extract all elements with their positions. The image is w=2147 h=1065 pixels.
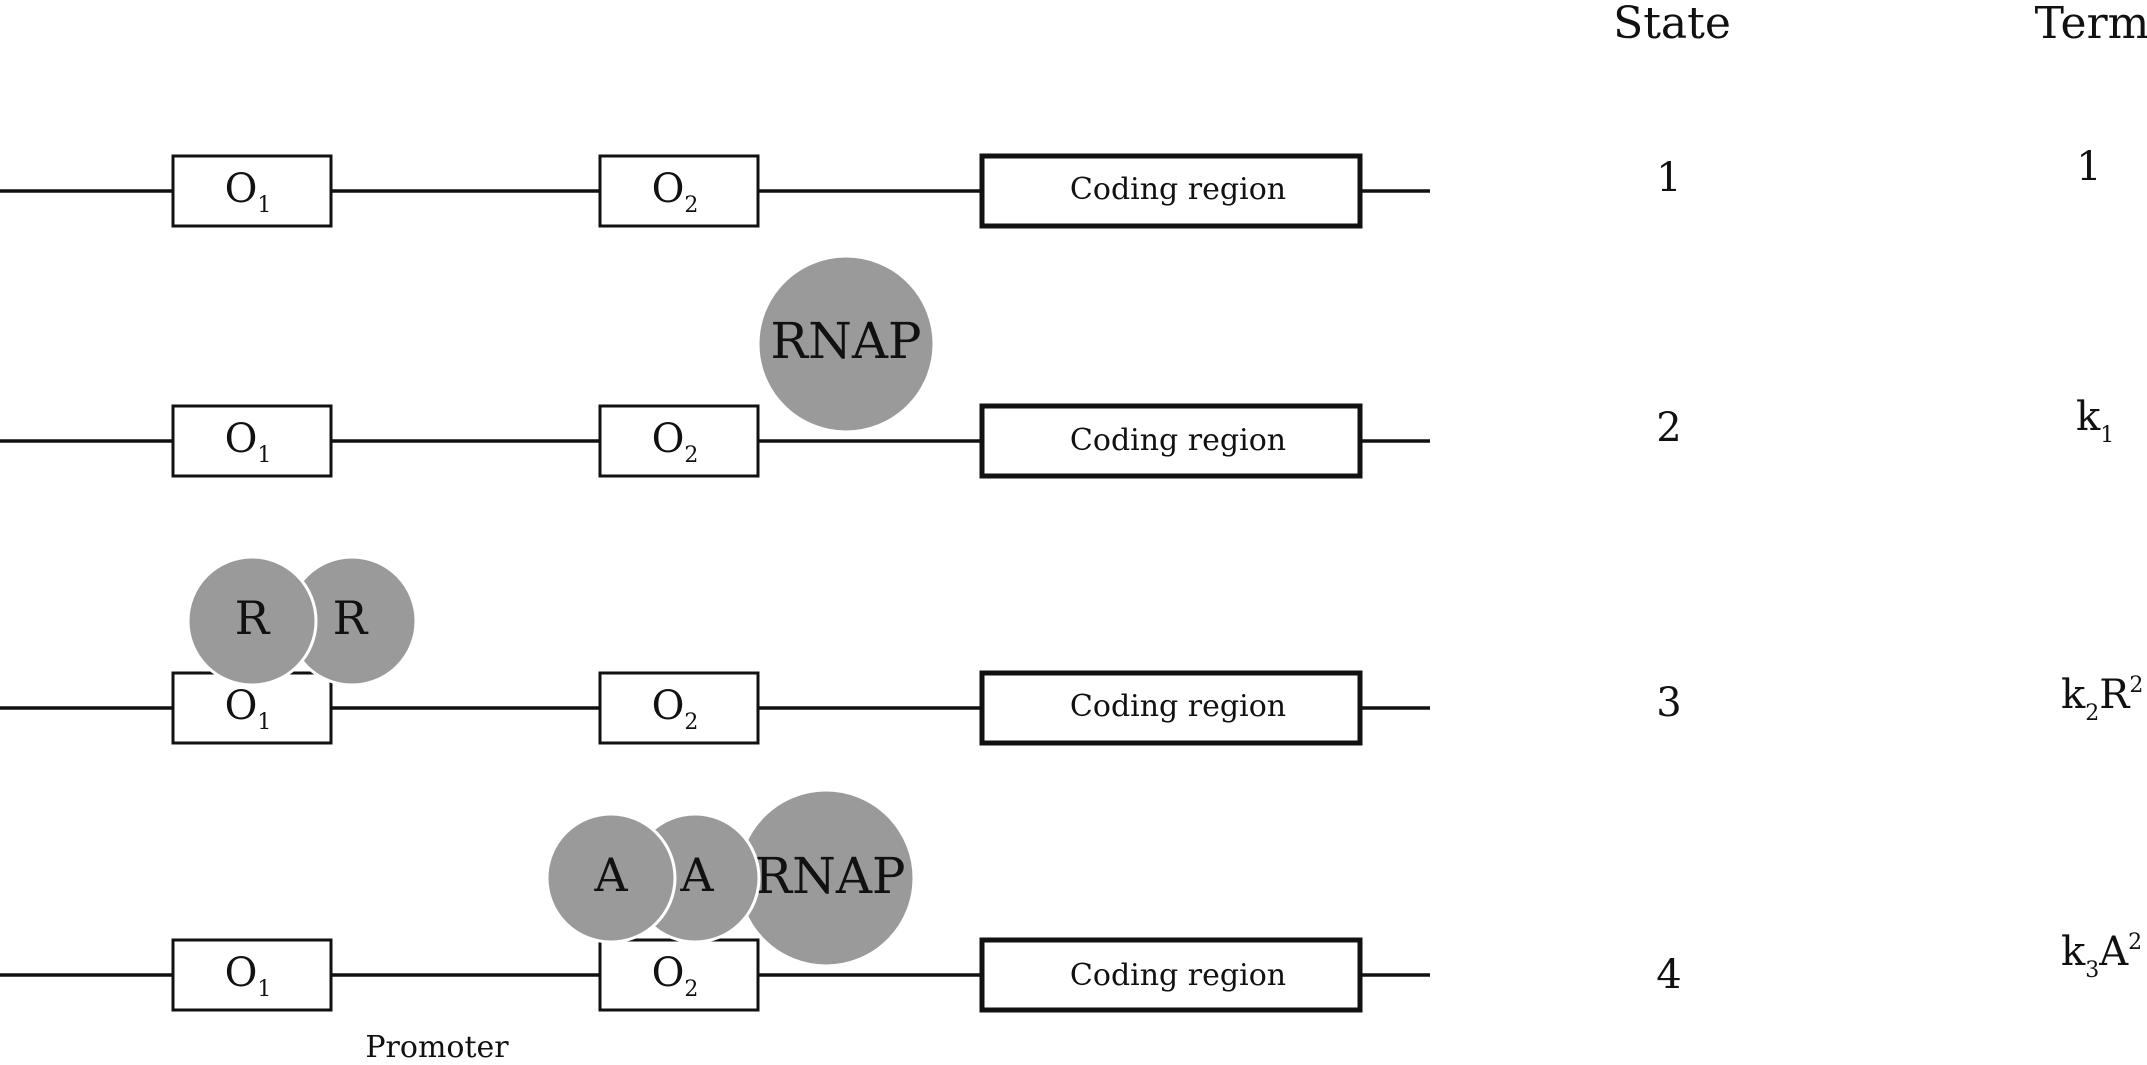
coding-region-label: Coding region xyxy=(1070,958,1286,993)
coding-region-box: Coding region xyxy=(979,153,1363,229)
coding-region-label: Coding region xyxy=(1070,423,1286,458)
operator-o2-box: O2 xyxy=(598,671,760,745)
svg-text:O2: O2 xyxy=(652,416,699,468)
operator-subscript: 1 xyxy=(257,710,271,735)
operator-letter: O xyxy=(225,166,258,212)
operator-letter: O xyxy=(652,950,685,996)
operator-o2-box: O2 xyxy=(598,938,760,1012)
state-row-2: O1 O2 Coding region RNAP 2 k1 xyxy=(0,254,2114,479)
protein-label: RNAP xyxy=(754,847,905,905)
coding-region-box: Coding region xyxy=(979,670,1363,746)
operator-o2-box: O2 xyxy=(598,154,760,228)
protein-label: R xyxy=(235,591,271,645)
state-row-4: O1 O2 Coding region RNAP A A 4 k3A2 xyxy=(0,788,2142,1013)
operator-o1-box: O1 xyxy=(171,154,333,228)
term-expression: k3A2 xyxy=(2061,929,2142,983)
coding-region-box: Coding region xyxy=(979,403,1363,479)
operator-o2-box: O2 xyxy=(598,404,760,478)
operator-subscript: 2 xyxy=(684,977,698,1002)
state-number: 2 xyxy=(1656,405,1681,451)
state-row-3: O1 O2 Coding region R R 3 k2R2 xyxy=(0,555,2143,746)
operator-subscript: 1 xyxy=(257,977,271,1002)
rnap-protein: RNAP xyxy=(736,788,916,968)
state-number: 4 xyxy=(1656,952,1681,998)
state-row-1: O1 O2 Coding region 1 1 xyxy=(0,144,2102,229)
operator-letter: O xyxy=(652,416,685,462)
state-column-header: State xyxy=(1613,0,1731,49)
state-number: 3 xyxy=(1656,680,1681,726)
operator-subscript: 1 xyxy=(257,443,271,468)
operator-letter: O xyxy=(225,683,258,729)
promoter-label: Promoter xyxy=(365,1030,509,1065)
operator-letter: O xyxy=(225,416,258,462)
coding-region-box: Coding region xyxy=(979,937,1363,1013)
svg-text:O2: O2 xyxy=(652,950,699,1002)
operator-subscript: 2 xyxy=(684,193,698,218)
term-expression: 1 xyxy=(2076,144,2101,190)
operator-letter: O xyxy=(225,950,258,996)
svg-text:O1: O1 xyxy=(225,166,272,218)
svg-text:O2: O2 xyxy=(652,683,699,735)
protein-label: A xyxy=(679,848,714,902)
operator-subscript: 1 xyxy=(257,193,271,218)
operator-letter: O xyxy=(652,166,685,212)
term-expression: k1 xyxy=(2076,394,2114,448)
coding-region-label: Coding region xyxy=(1070,689,1286,724)
svg-text:O1: O1 xyxy=(225,950,272,1002)
rnap-protein: RNAP xyxy=(756,254,936,434)
svg-text:O1: O1 xyxy=(225,416,272,468)
repressor-protein-1: R xyxy=(186,555,318,687)
protein-label: R xyxy=(333,591,369,645)
operator-subscript: 2 xyxy=(684,443,698,468)
protein-label: A xyxy=(593,848,628,902)
protein-label: RNAP xyxy=(770,312,921,370)
activator-protein-1: A xyxy=(545,812,677,944)
term-expression: k2R2 xyxy=(2061,672,2143,726)
term-column-header: Term xyxy=(2035,0,2147,49)
repressor-protein-2: R xyxy=(286,555,418,687)
state-number: 1 xyxy=(1656,155,1681,201)
svg-text:O2: O2 xyxy=(652,166,699,218)
coding-region-label: Coding region xyxy=(1070,172,1286,207)
operator-o1-box: O1 xyxy=(171,404,333,478)
svg-text:O1: O1 xyxy=(225,683,272,735)
operator-letter: O xyxy=(652,683,685,729)
operator-subscript: 2 xyxy=(684,710,698,735)
operator-o1-box: O1 xyxy=(171,938,333,1012)
